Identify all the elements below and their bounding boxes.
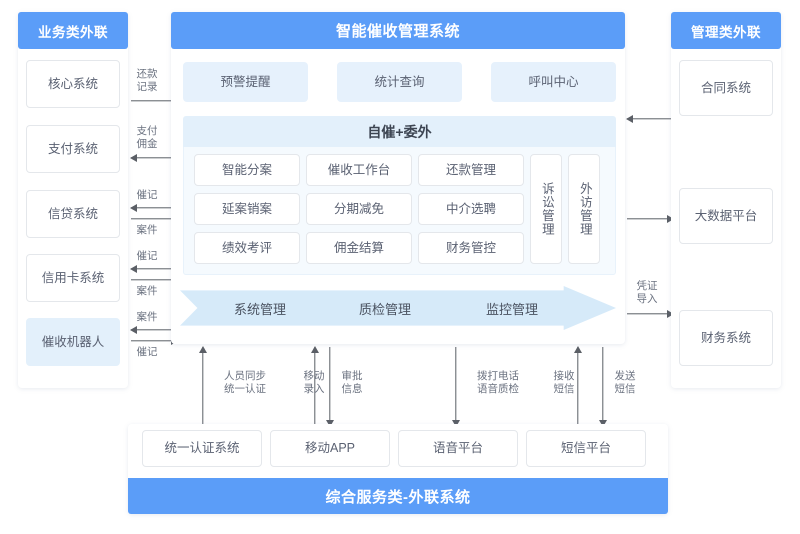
center-section-title: 自催+委外 bbox=[183, 116, 616, 147]
chevron-item-0: 系统管理 bbox=[233, 301, 286, 317]
center-grid-cell-2-1[interactable]: 佣金结算 bbox=[306, 232, 412, 264]
center-grid-cell-0-2[interactable]: 还款管理 bbox=[418, 154, 524, 186]
left-flow-arrow-4 bbox=[130, 264, 177, 273]
bottom-flow-arrow-1 bbox=[310, 346, 319, 426]
bottom-flow-label-4: 接收 短信 bbox=[553, 370, 575, 396]
center-grid-cell-0-0[interactable]: 智能分案 bbox=[194, 154, 300, 186]
bottom-flow-arrow-3 bbox=[451, 347, 460, 427]
right-item-2[interactable]: 财务系统 bbox=[679, 310, 773, 366]
left-item-3[interactable]: 信用卡系统 bbox=[26, 254, 120, 302]
left-flow-label-1: 支付 佣金 bbox=[136, 125, 158, 151]
left-flow-label-2: 催记 bbox=[136, 189, 158, 201]
center-grid-cell-1-2[interactable]: 中介选聘 bbox=[418, 193, 524, 225]
right-flow-label-2: 凭证 导入 bbox=[636, 280, 658, 306]
right-item-0[interactable]: 合同系统 bbox=[679, 60, 773, 116]
bottom-item-1[interactable]: 移动APP bbox=[270, 430, 390, 467]
bottom-item-2[interactable]: 语音平台 bbox=[398, 430, 518, 467]
left-flow-label-4: 催记 bbox=[136, 250, 158, 262]
center-top-module-0[interactable]: 预警提醒 bbox=[183, 62, 308, 102]
left-flow-label-3: 案件 bbox=[136, 224, 158, 236]
center-grid-cell-1-1[interactable]: 分期减免 bbox=[306, 193, 412, 225]
right-flow-arrow-0 bbox=[626, 114, 673, 123]
bottom-flow-label-5: 发送 短信 bbox=[614, 370, 636, 396]
left-item-4[interactable]: 催收机器人 bbox=[26, 318, 120, 366]
right-flow-arrow-1 bbox=[627, 214, 674, 223]
chevron-item-2: 监控管理 bbox=[485, 301, 538, 317]
bottom-flow-arrow-2 bbox=[325, 347, 334, 427]
center-grid-cell-1-0[interactable]: 延案销案 bbox=[194, 193, 300, 225]
left-flow-label-6: 案件 bbox=[136, 311, 158, 323]
center-top-module-1[interactable]: 统计查询 bbox=[337, 62, 462, 102]
bottom-flow-arrow-0 bbox=[198, 346, 207, 426]
left-item-2[interactable]: 信贷系统 bbox=[26, 190, 120, 238]
center-grid-cell-0-1[interactable]: 催收工作台 bbox=[306, 154, 412, 186]
bottom-flow-label-0: 人员同步 统一认证 bbox=[224, 370, 266, 396]
center-side-module-0[interactable]: 诉讼管理 bbox=[530, 154, 562, 264]
bottom-flow-label-1: 移动 录入 bbox=[303, 370, 325, 396]
bottom-panel-header: 综合服务类-外联系统 bbox=[128, 478, 668, 514]
right-flow-arrow-2 bbox=[627, 309, 674, 318]
left-flow-arrow-6 bbox=[130, 325, 177, 334]
center-chevron-banner bbox=[180, 286, 616, 330]
bottom-flow-label-3: 拨打电话 语音质检 bbox=[477, 370, 519, 396]
bottom-flow-arrow-4 bbox=[573, 346, 582, 426]
bottom-item-3[interactable]: 短信平台 bbox=[526, 430, 646, 467]
left-flow-arrow-1 bbox=[130, 153, 177, 162]
right-panel-header: 管理类外联 bbox=[671, 12, 781, 49]
center-top-module-2[interactable]: 呼叫中心 bbox=[491, 62, 616, 102]
left-flow-label-5: 案件 bbox=[136, 285, 158, 297]
bottom-flow-label-2: 审批 信息 bbox=[341, 370, 363, 396]
center-side-module-1[interactable]: 外访管理 bbox=[568, 154, 600, 264]
right-item-1[interactable]: 大数据平台 bbox=[679, 188, 773, 244]
center-panel-header: 智能催收管理系统 bbox=[171, 12, 625, 49]
left-item-0[interactable]: 核心系统 bbox=[26, 60, 120, 108]
left-panel-header: 业务类外联 bbox=[18, 12, 128, 49]
chevron-item-1: 质检管理 bbox=[358, 301, 411, 317]
left-item-1[interactable]: 支付系统 bbox=[26, 125, 120, 173]
center-grid-cell-2-2[interactable]: 财务管控 bbox=[418, 232, 524, 264]
left-flow-arrow-2 bbox=[130, 203, 177, 212]
bottom-item-0[interactable]: 统一认证系统 bbox=[142, 430, 262, 467]
left-flow-label-7: 催记 bbox=[136, 346, 158, 358]
center-grid-cell-2-0[interactable]: 绩效考评 bbox=[194, 232, 300, 264]
left-flow-label-0: 还款 记录 bbox=[136, 68, 158, 94]
bottom-flow-arrow-5 bbox=[598, 347, 607, 427]
